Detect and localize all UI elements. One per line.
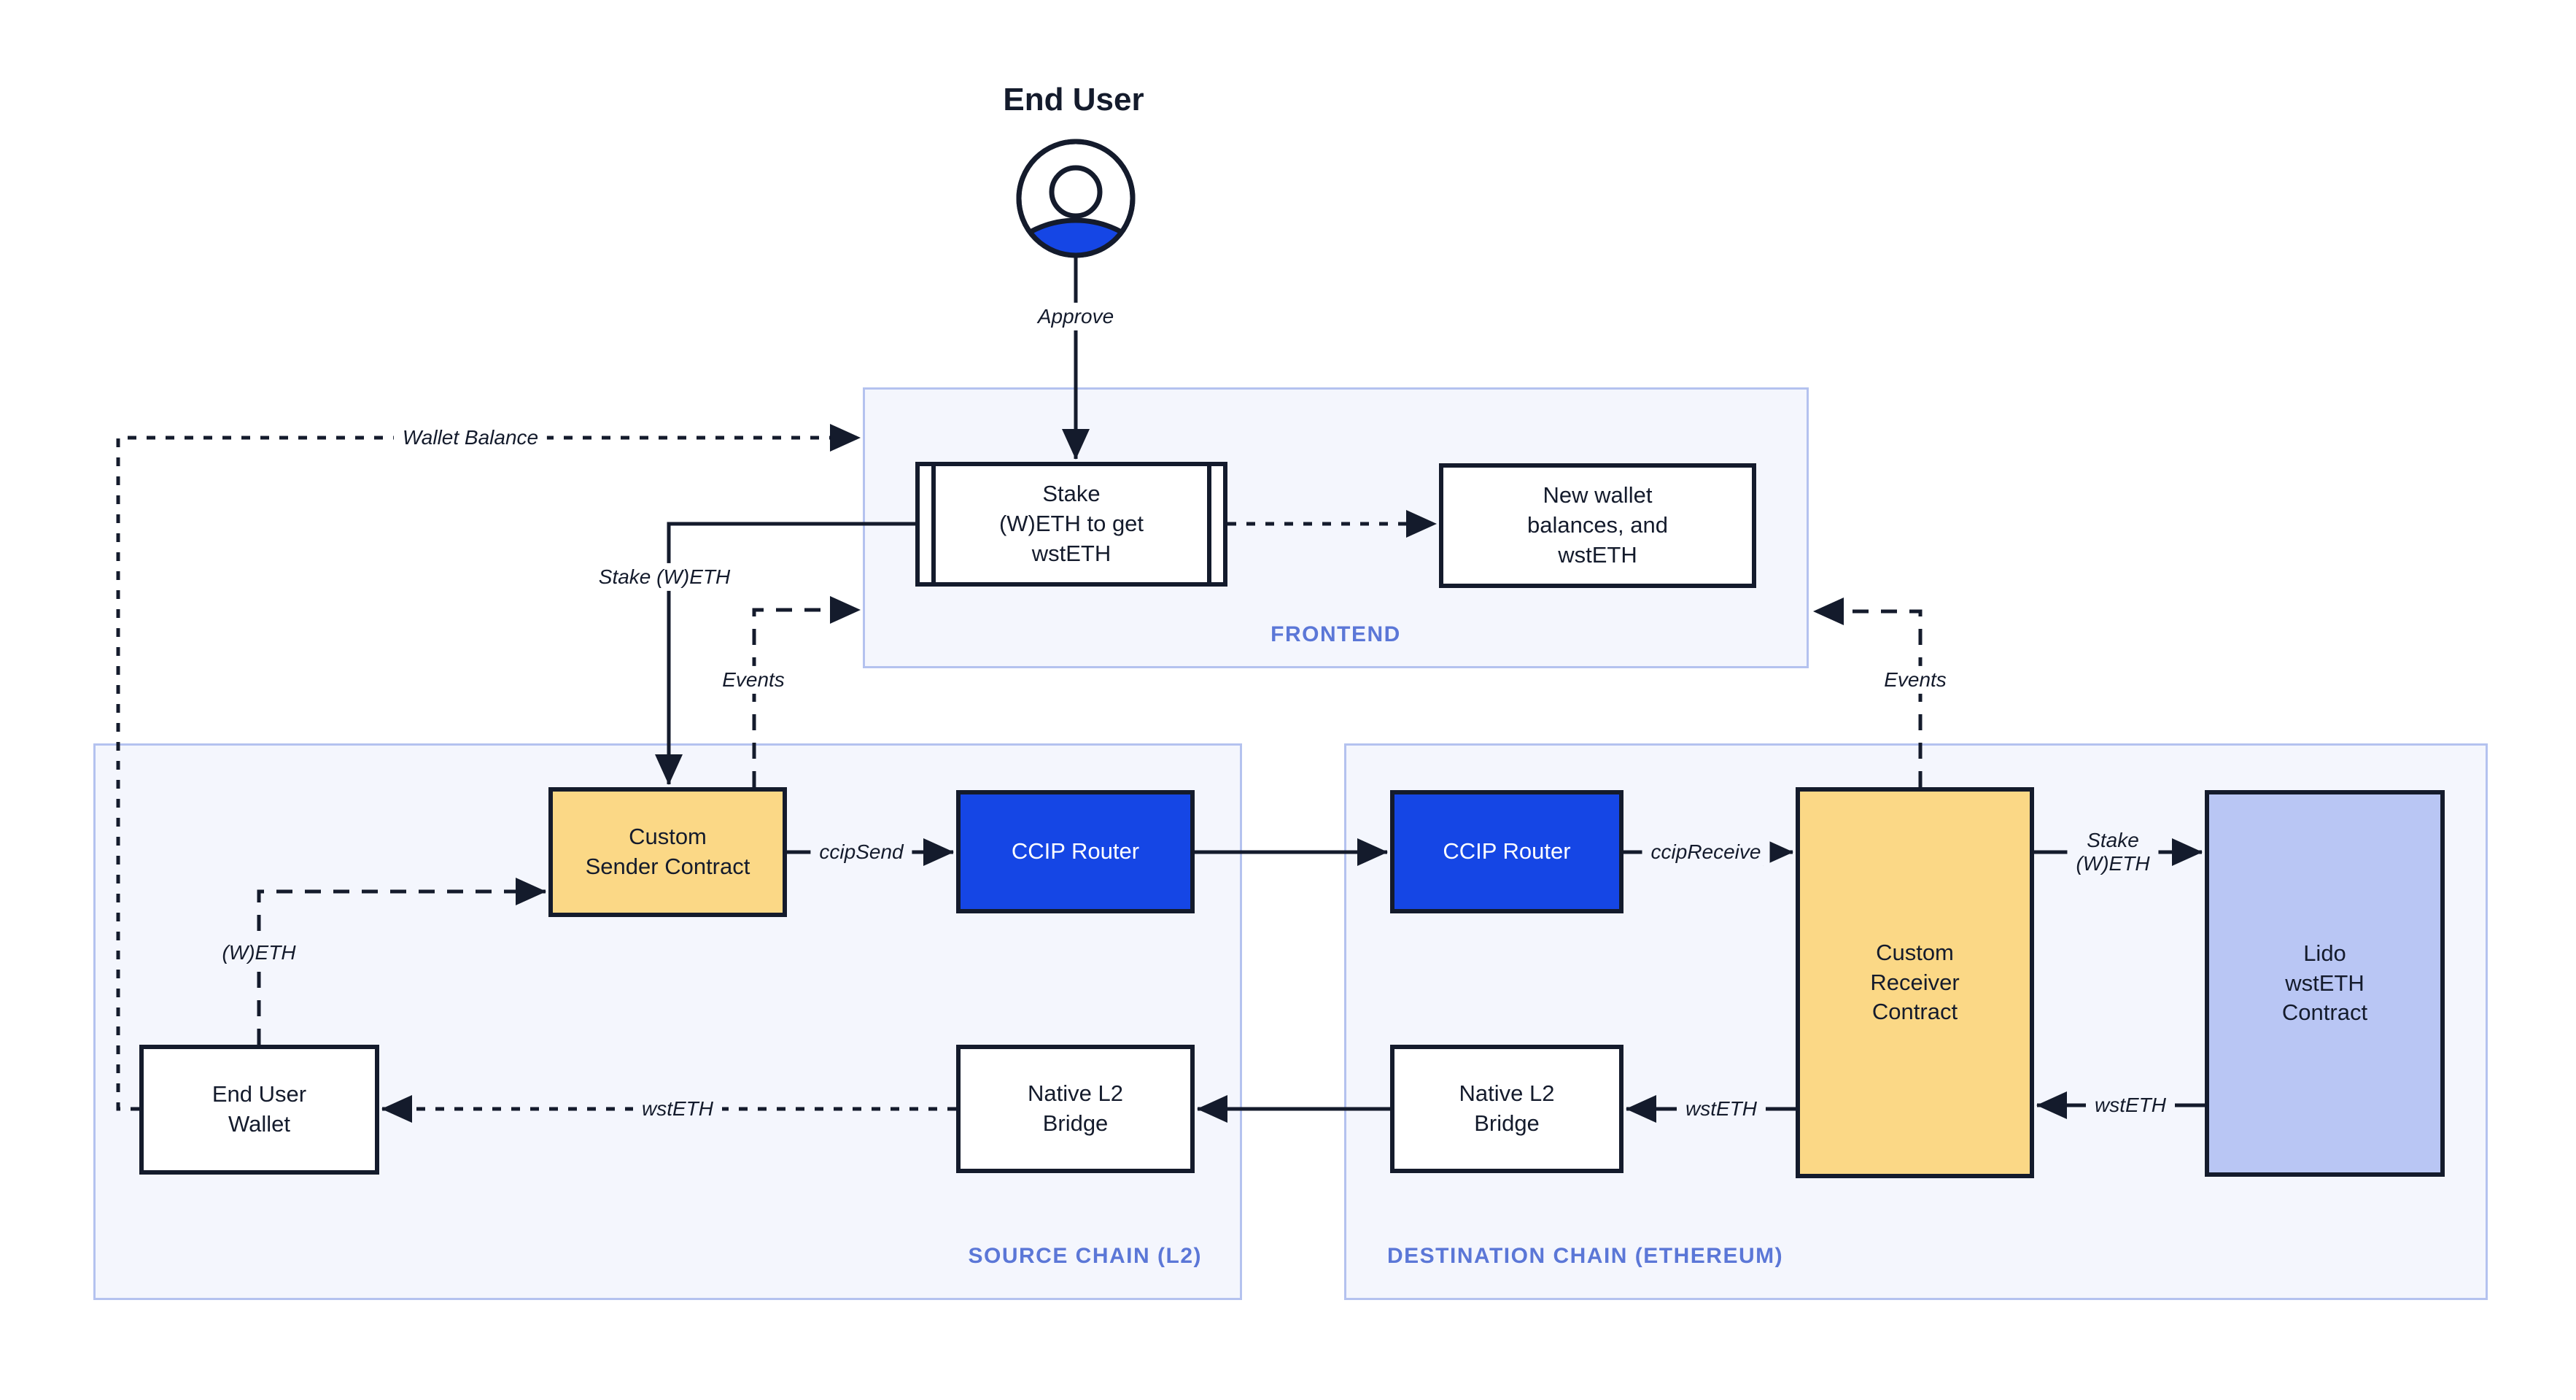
wallet-balance-arrow [116, 424, 861, 1111]
stake-weth-destination-label: Stake (W)ETH [2067, 826, 2159, 878]
avatar-head [1049, 165, 1103, 219]
events-source-arrow [752, 596, 861, 787]
custom-receiver-label: Custom Receiver Contract [1870, 939, 1960, 1025]
end-user-wallet-node: End User Wallet [139, 1045, 379, 1175]
weth-to-sender-arrow [257, 878, 546, 1045]
stake-weth-arrow [655, 522, 915, 785]
end-user-wallet-label: End User Wallet [212, 1081, 307, 1137]
predefined-process-rule-right [1207, 466, 1211, 582]
lido-wsteth-label: Lido wstETH Contract [2281, 940, 2368, 1026]
ccip-send-label: ccipSend [810, 838, 912, 867]
ccip-receive-label: ccipReceive [1642, 838, 1770, 867]
native-bridge-source-node: Native L2 Bridge [956, 1045, 1195, 1173]
avatar-shoulders [1021, 217, 1130, 253]
stake-weth-label: Stake (W)ETH [589, 562, 740, 592]
events-source-label: Events [713, 665, 794, 695]
wsteth-lido-label: wstETH [2086, 1091, 2175, 1120]
stake-action-node: Stake (W)ETH to get wstETH [915, 462, 1227, 587]
custom-receiver-node: Custom Receiver Contract [1796, 787, 2034, 1178]
new-wallet-label: New wallet balances, and wstETH [1526, 482, 1669, 568]
predefined-process-rule-left [931, 466, 936, 582]
frontend-container-label: FRONTEND [1270, 622, 1401, 646]
end-user-title: End User [1003, 82, 1144, 117]
events-destination-label: Events [1875, 665, 1955, 695]
native-bridge-source-label: Native L2 Bridge [1028, 1080, 1123, 1136]
avatar-rim [1016, 139, 1136, 258]
custom-sender-label: Custom Sender Contract [585, 824, 750, 879]
new-wallet-node: New wallet balances, and wstETH [1439, 463, 1756, 588]
ccip-router-destination-label: CCIP Router [1443, 838, 1571, 865]
end-user-icon [1016, 139, 1136, 258]
wsteth-bridge-label: wstETH [1677, 1094, 1766, 1124]
approve-label: Approve [1028, 302, 1123, 331]
ccip-router-source-node: CCIP Router [956, 790, 1195, 913]
destination-chain-container-label: DESTINATION CHAIN (ETHEREUM) [1387, 1244, 1784, 1268]
native-bridge-destination-node: Native L2 Bridge [1390, 1045, 1623, 1173]
wallet-balance-label: Wallet Balance [393, 423, 548, 452]
source-chain-container-label: SOURCE CHAIN (L2) [968, 1244, 1202, 1268]
ccip-router-destination-node: CCIP Router [1390, 790, 1623, 913]
native-bridge-destination-label: Native L2 Bridge [1459, 1080, 1555, 1136]
stake-action-label: Stake (W)ETH to get wstETH [998, 481, 1144, 566]
events-destination-arrow [1813, 597, 1923, 787]
ccip-router-source-label: CCIP Router [1011, 838, 1140, 865]
lido-wsteth-node: Lido wstETH Contract [2205, 790, 2445, 1177]
custom-sender-node: Custom Sender Contract [548, 787, 787, 917]
weth-label: (W)ETH [213, 938, 305, 967]
wsteth-to-wallet-label: wstETH [633, 1094, 722, 1124]
